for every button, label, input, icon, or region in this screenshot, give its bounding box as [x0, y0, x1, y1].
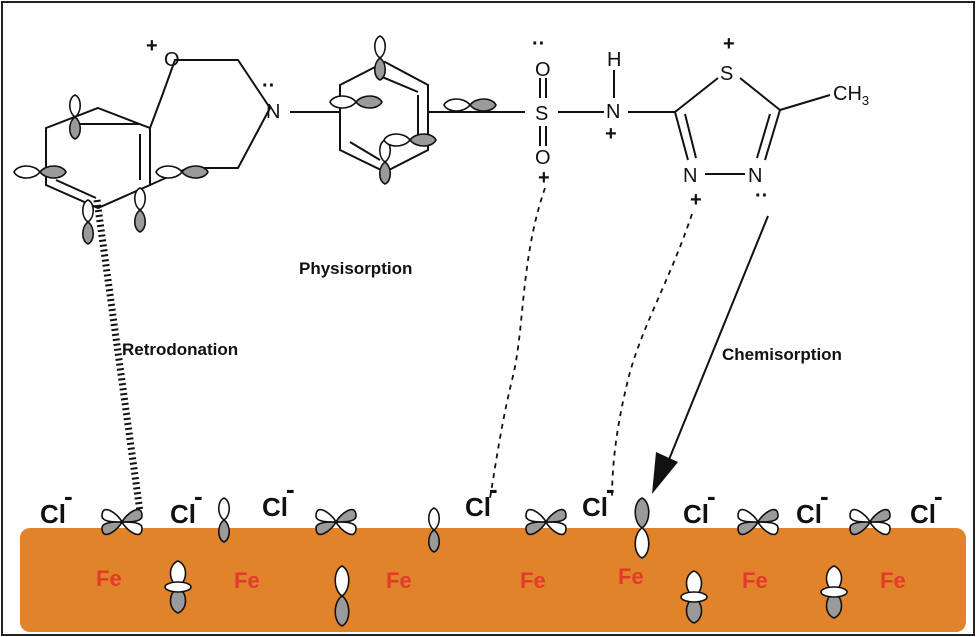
atom-s-sulfonyl: S [535, 103, 548, 125]
lone-pair-o-top: ·· [532, 33, 545, 55]
chloride-ion: Cl- [582, 474, 615, 522]
charge-plus-n-left: + [690, 189, 702, 211]
svg-text:Cl: Cl [170, 499, 196, 529]
charge-plus-n-amide: + [605, 123, 617, 145]
charge-plus-o: + [146, 35, 158, 57]
chloride-ion: Cl- [40, 481, 73, 529]
svg-text:Cl: Cl [40, 499, 66, 529]
chloride-ion: Cl- [262, 474, 295, 522]
physisorption-link-sulfonyl [489, 187, 546, 499]
surface-row: Cl- Cl- Cl- Cl- Cl- Cl- Cl- Cl- Fe Fe Fe… [40, 474, 943, 627]
d-orbital [217, 497, 231, 543]
atom-n-amide: N [606, 101, 620, 123]
chemisorption-label: Chemisorption [722, 345, 842, 364]
atom-o-ring: O [164, 49, 180, 71]
svg-text:Cl: Cl [262, 492, 288, 522]
svg-text:Cl: Cl [683, 499, 709, 529]
atom-n-amine: N [266, 101, 280, 123]
atom-o-bottom: O [535, 147, 551, 169]
physisorption-link-thiadiazole [611, 213, 693, 499]
svg-text:Cl: Cl [796, 499, 822, 529]
atom-n-left: N [683, 165, 697, 187]
chloride-ion: Cl- [910, 481, 943, 529]
p-orbital [383, 133, 437, 147]
p-orbital [155, 165, 209, 179]
svg-text:-: - [606, 474, 615, 504]
svg-text:-: - [707, 481, 716, 511]
metal-surface [20, 528, 966, 632]
atom-o-top: O [535, 59, 551, 81]
svg-text:Cl: Cl [910, 499, 936, 529]
physisorption-label: Physisorption [299, 259, 412, 278]
svg-text:Cl: Cl [582, 492, 608, 522]
svg-text:-: - [820, 481, 829, 511]
svg-text:-: - [64, 481, 73, 511]
lone-pair-n-right: ·· [755, 185, 768, 207]
inhibitor-molecule: O N S O O N H S N N CH3 + ·· ·· + + + + … [13, 33, 869, 245]
iron-atom: Fe [386, 568, 412, 593]
atom-s-thiadiazole: S [720, 63, 733, 85]
svg-text:Cl: Cl [465, 492, 491, 522]
chemisorption-arrow [667, 215, 769, 463]
p-orbital [378, 139, 392, 185]
p-orbital [13, 165, 67, 179]
atom-n-right: N [748, 165, 762, 187]
charge-plus-s: + [723, 33, 735, 55]
p-orbital [81, 199, 95, 245]
svg-text:-: - [489, 474, 498, 504]
iron-atom: Fe [880, 568, 906, 593]
p-orbital [68, 94, 82, 140]
chemisorption-arrowhead [652, 452, 678, 494]
svg-text:-: - [934, 481, 943, 511]
p-orbital [373, 35, 387, 81]
svg-text:-: - [194, 481, 203, 511]
iron-atom: Fe [96, 566, 122, 591]
atom-h-amide: H [607, 49, 621, 71]
lone-pair-n-amine: ·· [262, 75, 275, 97]
charge-plus-o-bottom: + [538, 167, 550, 189]
retrodonation-label: Retrodonation [122, 340, 238, 359]
chloride-ion: Cl- [683, 481, 716, 529]
p-orbital [443, 98, 497, 112]
p-orbital [329, 95, 383, 109]
svg-text:-: - [286, 474, 295, 504]
iron-atom: Fe [618, 564, 644, 589]
chloride-ion: Cl- [465, 474, 498, 522]
iron-atom: Fe [520, 568, 546, 593]
p-orbital [133, 187, 147, 233]
chloride-ion: Cl- [170, 481, 203, 529]
iron-atom: Fe [742, 568, 768, 593]
methyl-group: CH3 [833, 83, 869, 108]
chloride-ion: Cl- [796, 481, 829, 529]
iron-atom: Fe [234, 568, 260, 593]
